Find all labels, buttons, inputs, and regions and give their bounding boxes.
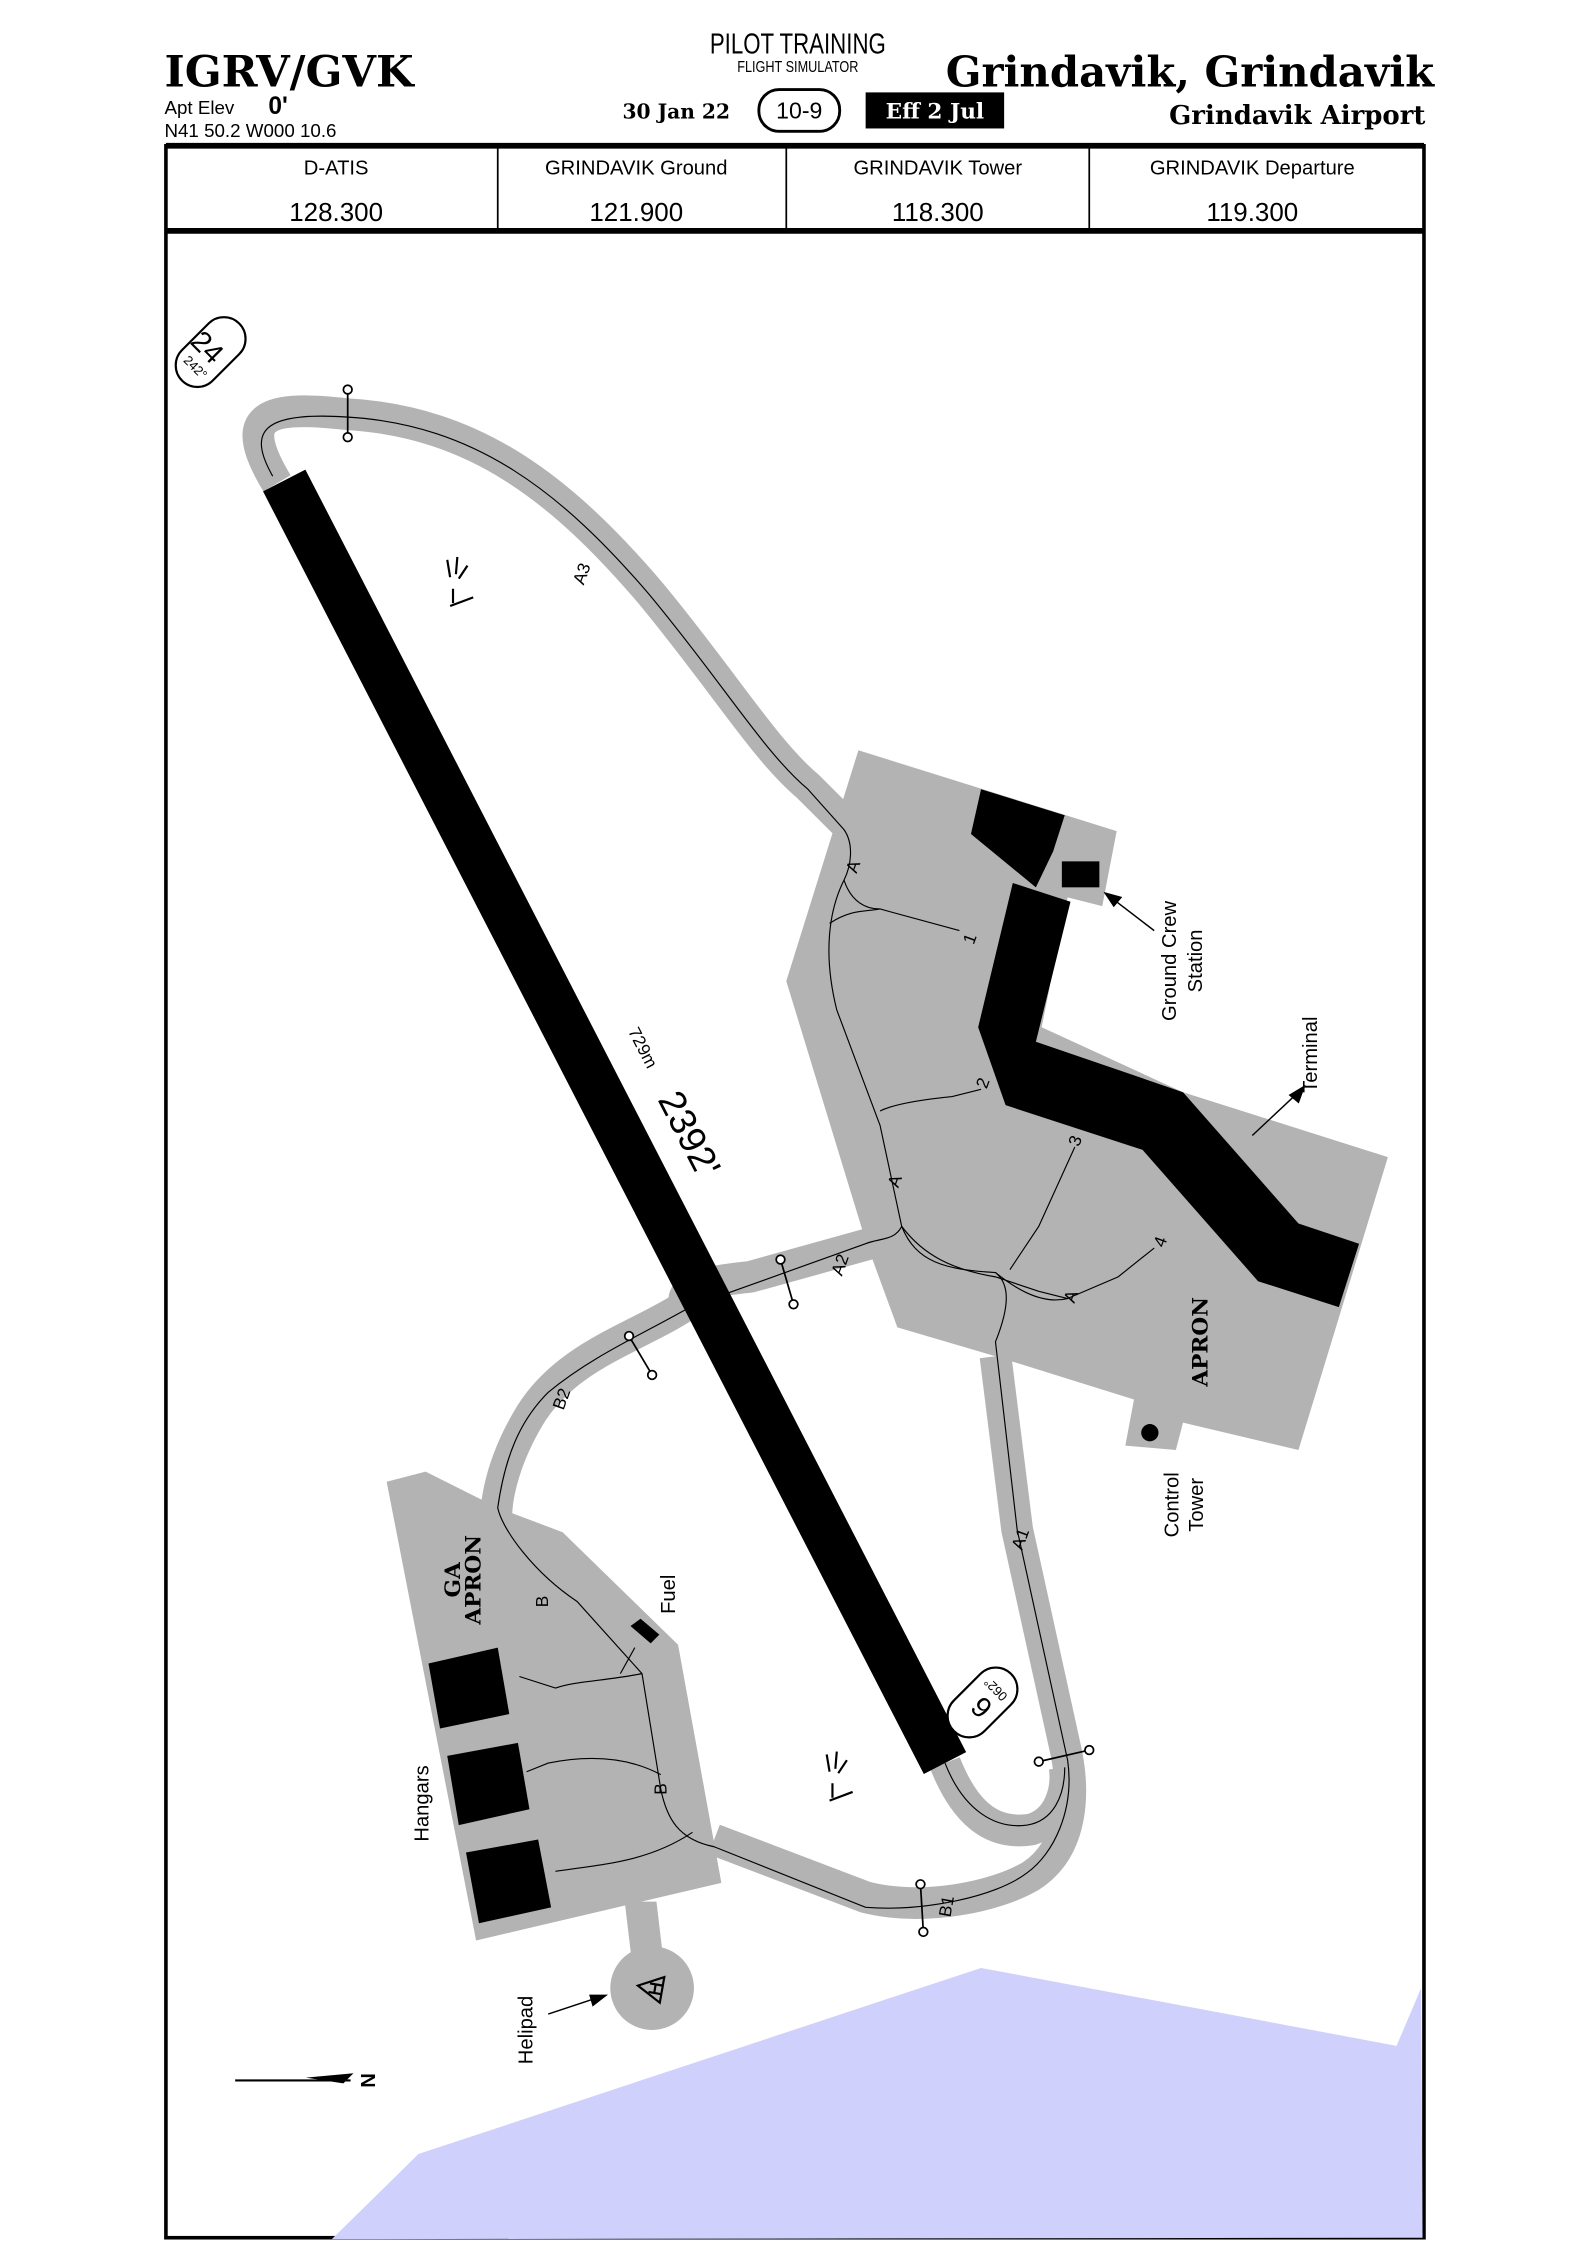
frequency-name: GRINDAVIK Ground (545, 158, 728, 180)
helipad-icon (635, 1975, 666, 2005)
effective-badge (865, 92, 1005, 129)
taxiway-a3 (242, 395, 870, 849)
windsock-icon (825, 1751, 854, 1802)
frequency-value: 119.300 (1206, 197, 1298, 227)
taxiway-label: B1 (935, 1894, 958, 1918)
apron-label: APRON (1189, 1297, 1214, 1388)
hold-short-lines (342, 384, 1095, 1938)
chart-number: 10-9 (776, 97, 822, 123)
coordinates: N41 50.2 W000 10.6 (164, 120, 336, 141)
taxiway-label: B (651, 1783, 671, 1795)
brand-line1: PILOT TRAINING (710, 28, 886, 60)
terminal-label: Terminal (1300, 1017, 1322, 1093)
taxiway-label: A (841, 857, 864, 875)
hangar (447, 1742, 530, 1826)
frequency-name: GRINDAVIK Departure (1150, 158, 1355, 180)
control-tower-label: Tower (1186, 1478, 1208, 1532)
taxiway-label: A (1059, 1287, 1082, 1305)
taxiway-label: B (532, 1596, 552, 1608)
taxiway-runway6-loop (930, 1756, 1082, 1847)
frequency-table: D-ATIS 128.300 GRINDAVIK Ground 121.900 … (289, 158, 1355, 227)
windsock-icon (446, 556, 474, 608)
ga-apron-label: APRON (461, 1535, 486, 1626)
chart-date: 30 Jan 22 (622, 99, 730, 123)
chart-number-badge (757, 88, 842, 133)
ground-crew-label: Station (1185, 929, 1207, 992)
runway-end-6-label: 6 062° (946, 1666, 1019, 1739)
ga-apron-label: GA (441, 1561, 466, 1597)
frequency-value: 128.300 (289, 197, 383, 227)
terminal-north-block (970, 789, 1065, 888)
brand-line2: FLIGHT SIMULATOR (737, 59, 858, 76)
hangar (466, 1839, 552, 1924)
apt-elev-value: 0' (268, 93, 287, 120)
airport-name: Grindavik Airport (1169, 101, 1425, 131)
water-area (331, 1967, 1423, 2240)
helipad-label: Helipad (515, 1996, 537, 2064)
fuel-station (630, 1618, 660, 1644)
taxiway-label: A (883, 1172, 906, 1190)
effective-date: Eff 2 Jul (886, 99, 985, 124)
frequency-value: 118.300 (892, 197, 984, 227)
callout-arrows (548, 891, 1306, 2015)
control-tower (1141, 1424, 1159, 1442)
fuel-label: Fuel (658, 1575, 680, 1614)
north-arrow-icon: N (235, 2073, 380, 2088)
ga-apron (386, 1471, 722, 1941)
runway-6-24 (263, 469, 967, 1774)
helipad (610, 1946, 694, 2030)
taxiway-centerlines (260, 415, 1155, 1909)
frequency-name: GRINDAVIK Tower (853, 158, 1022, 180)
runway-end-24-label: 24 242° (174, 316, 247, 389)
ground-crew-station (1061, 861, 1100, 888)
airport-ident: IGRV/GVK (164, 47, 414, 98)
hangar (428, 1647, 510, 1729)
frequency-name: D-ATIS (304, 158, 369, 180)
city-name: Grindavik, Grindavik (946, 48, 1435, 97)
hangars-label: Hangars (411, 1765, 433, 1841)
ground-crew-label: Ground Crew (1159, 900, 1181, 1020)
apt-elev-label: Apt Elev (164, 97, 234, 118)
north-label: N (358, 2073, 380, 2088)
frequency-value: 121.900 (589, 197, 683, 227)
terminal-building (978, 883, 1360, 1308)
control-tower-label: Control (1162, 1472, 1184, 1537)
